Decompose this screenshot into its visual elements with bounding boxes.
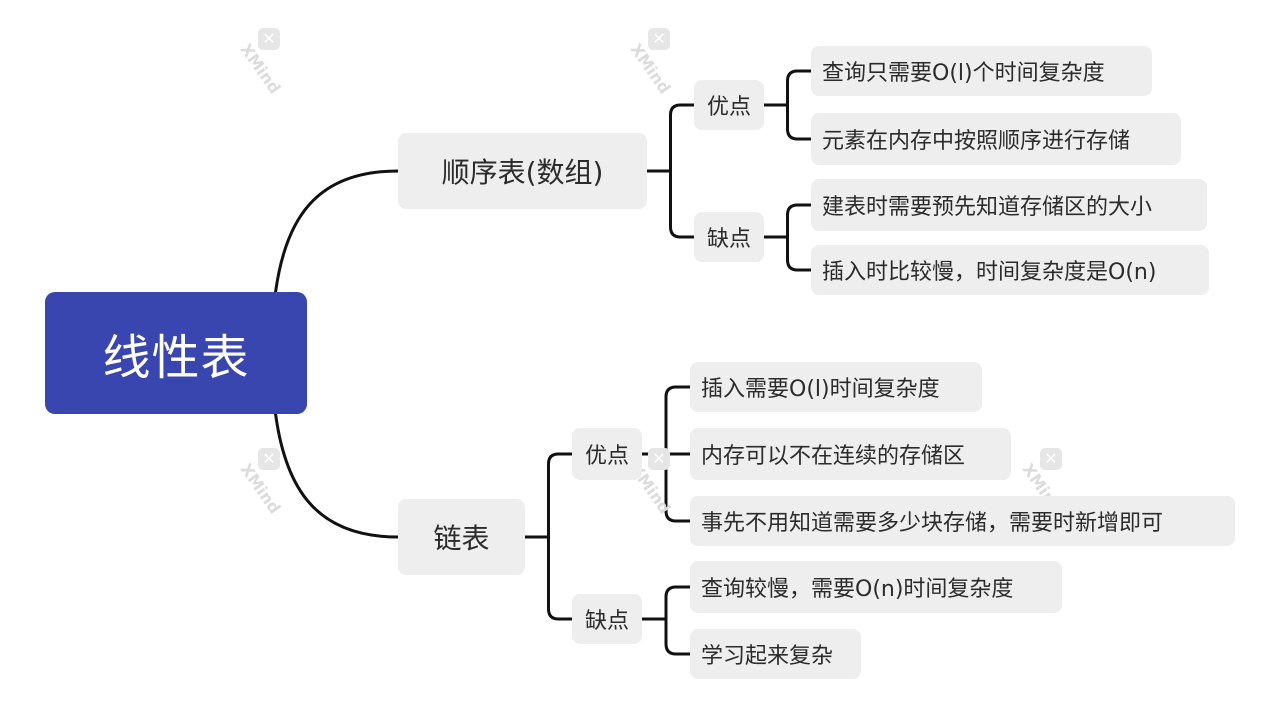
leaf-array-pro-2[interactable]: 元素在内存中按照顺序进行存储 [811,113,1181,165]
watermark-logo-icon: ✕ [648,28,670,50]
leaf-connector [664,617,692,656]
leaf-linked-pro-1[interactable]: 插入需要O(l)时间复杂度 [690,362,982,412]
leaf-connector [664,452,692,523]
topic-sequential-list[interactable]: 顺序表(数组) [398,133,647,209]
root-branch-connector [274,412,400,539]
leaf-array-pro-1[interactable]: 查询只需要O(l)个时间复杂度 [811,46,1152,96]
group-connector [547,452,574,539]
leaf-connector [786,103,813,141]
leaf-array-con-1[interactable]: 建表时需要预先知道存储区的大小 [811,179,1207,231]
leaf-linked-pro-3[interactable]: 事先不用知道需要多少块存储，需要时新增即可 [690,496,1235,546]
leaf-linked-con-2[interactable]: 学习起来复杂 [690,629,861,679]
watermark-logo-icon: ✕ [258,448,280,470]
subtopic-linked-pros[interactable]: 优点 [572,428,642,480]
leaf-connector [786,69,813,107]
leaf-connector [786,235,813,272]
leaf-linked-con-1[interactable]: 查询较慢，需要O(n)时间复杂度 [690,561,1062,613]
subtopic-array-cons[interactable]: 缺点 [694,212,764,262]
group-connector [547,535,574,621]
root-topic[interactable]: 线性表 [45,292,307,414]
leaf-array-con-2[interactable]: 插入时比较慢，时间复杂度是O(n) [811,245,1209,295]
topic-linked-list[interactable]: 链表 [398,499,525,575]
leaf-connector [786,203,813,239]
root-branch-connector [274,169,400,294]
watermark-logo-icon: ✕ [648,448,670,470]
leaf-linked-pro-2[interactable]: 内存可以不在连续的存储区 [690,428,1011,480]
watermark-logo-icon: ✕ [1040,448,1062,470]
subtopic-array-pros[interactable]: 优点 [694,80,764,130]
leaf-connector [664,385,692,456]
group-connector [669,103,696,173]
group-connector [669,169,696,239]
watermark-logo-icon: ✕ [258,28,280,50]
subtopic-linked-cons[interactable]: 缺点 [572,594,642,644]
leaf-connector [664,585,692,621]
